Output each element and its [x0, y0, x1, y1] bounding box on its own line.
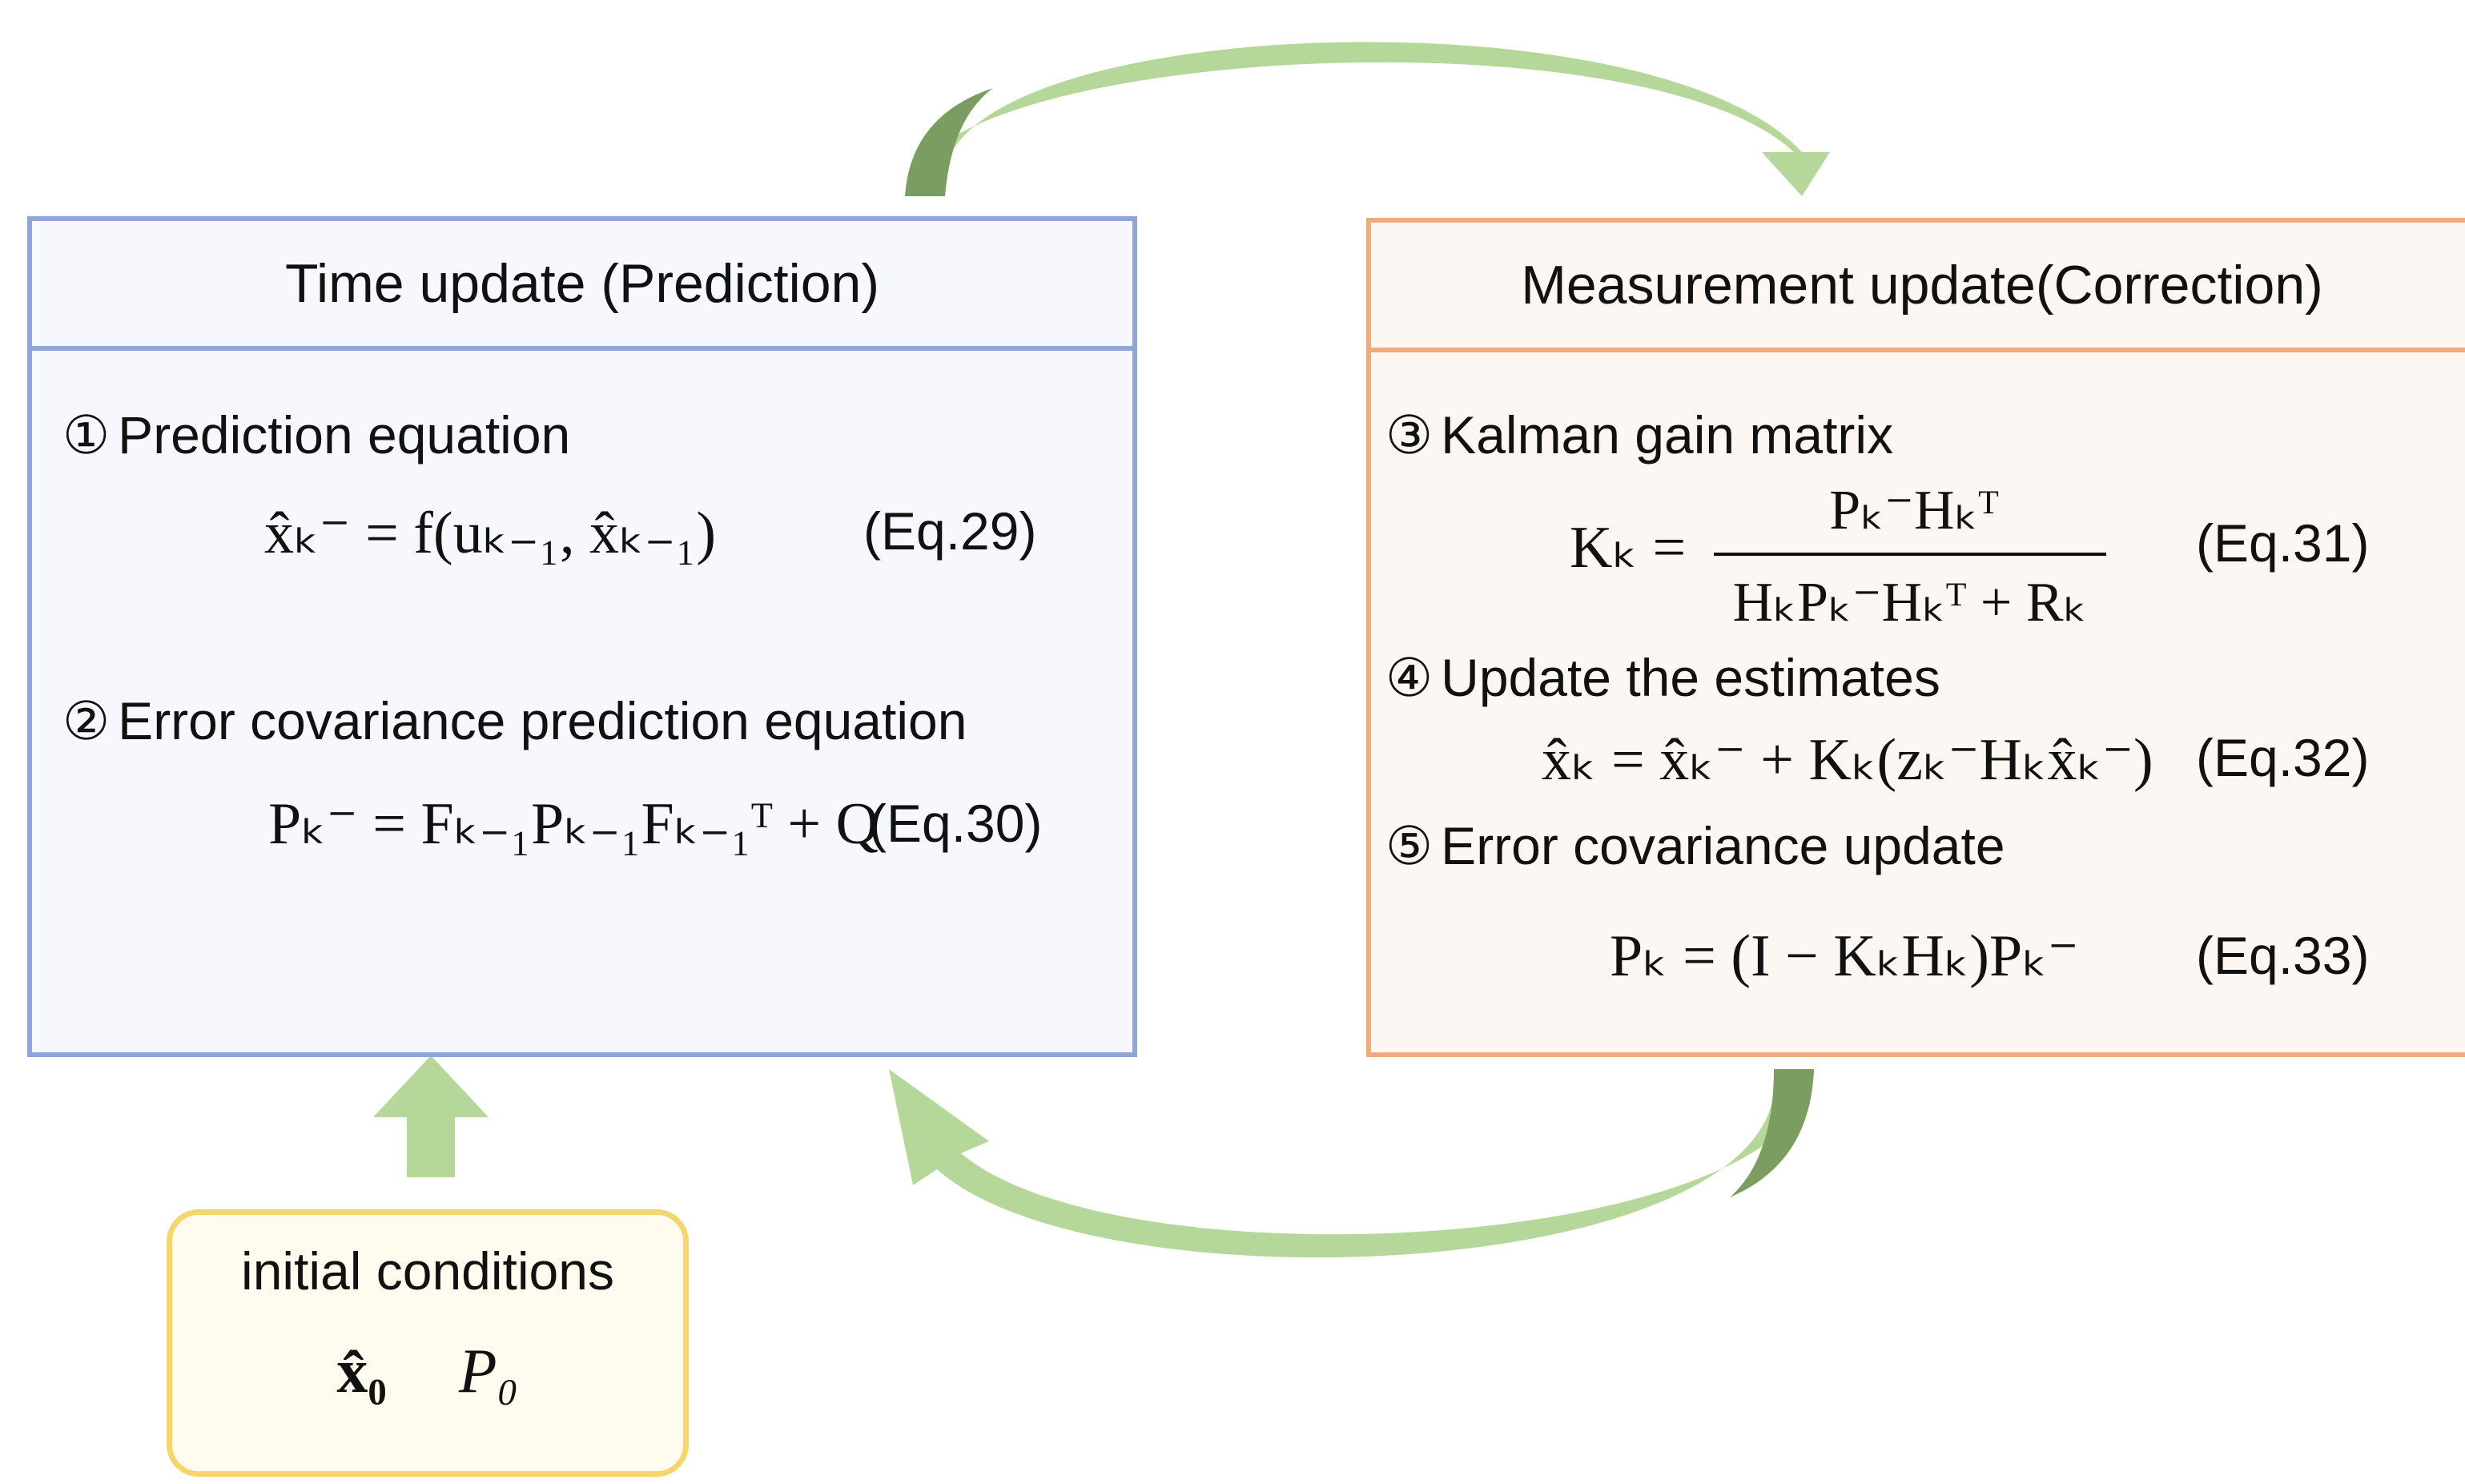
step-title: Prediction equation	[118, 405, 571, 465]
step-number: ⑤	[1385, 816, 1434, 875]
equation-label-30: (Eq.30)	[869, 794, 1043, 853]
initial-conditions-box: initial conditions x̂₀ P₀	[167, 1209, 689, 1477]
step-number: ①	[62, 405, 111, 465]
equation-30: Pₖ⁻ = Fₖ₋₁Pₖ₋₁Fₖ₋₁ᵀ + Q	[268, 791, 879, 857]
time-update-box: Time update (Prediction)	[27, 216, 1137, 1057]
equation-32: x̂ₖ = x̂ₖ⁻ + Kₖ(zₖ⁻Hₖx̂ₖ⁻)	[1542, 727, 2153, 793]
measurement-update-box: Measurement update(Correction)	[1366, 218, 2465, 1057]
step-title: Error covariance prediction equation	[118, 691, 967, 750]
initial-conditions-title: initial conditions	[241, 1241, 614, 1301]
step-number: ②	[62, 691, 111, 750]
arrow-prediction-to-correction-shade	[905, 88, 993, 196]
initial-state-estimate: x̂₀	[336, 1336, 387, 1406]
initial-covariance: P₀	[458, 1336, 519, 1406]
equation-31-fraction-bar	[1714, 553, 2106, 556]
equation-label-31: (Eq.31)	[2196, 513, 2370, 573]
initial-conditions-vars: x̂₀ P₀	[172, 1335, 683, 1407]
arrow-correction-to-prediction-shade	[1730, 1069, 1814, 1197]
time-update-header: Time update (Prediction)	[32, 221, 1132, 351]
equation-31-denominator: HₖPₖ⁻Hₖᵀ + Rₖ	[1732, 572, 2088, 633]
equation-31-numerator: Pₖ⁻Hₖᵀ	[1829, 480, 1999, 541]
equation-label-33: (Eq.33)	[2196, 926, 2370, 985]
step-title: Kalman gain matrix	[1441, 405, 1894, 465]
equation-label-29: (Eq.29)	[863, 501, 1037, 561]
arrow-prediction-to-correction	[905, 42, 1830, 196]
equation-33: Pₖ = (I − KₖHₖ)Pₖ⁻	[1610, 923, 2079, 989]
step-number: ③	[1385, 405, 1434, 465]
measurement-update-header: Measurement update(Correction)	[1371, 223, 2465, 352]
arrow-correction-to-prediction	[889, 1069, 1814, 1258]
step-number: ④	[1385, 648, 1434, 707]
equation-31-lhs: Kₖ =	[1570, 515, 1687, 581]
step-title: Error covariance update	[1441, 816, 2005, 875]
step-title: Update the estimates	[1441, 648, 1940, 707]
equation-29: x̂ₖ⁻ = f(uₖ₋₁, x̂ₖ₋₁)	[264, 501, 716, 566]
equation-label-32: (Eq.32)	[2196, 728, 2370, 787]
arrow-initial-to-time-update	[373, 1056, 489, 1177]
